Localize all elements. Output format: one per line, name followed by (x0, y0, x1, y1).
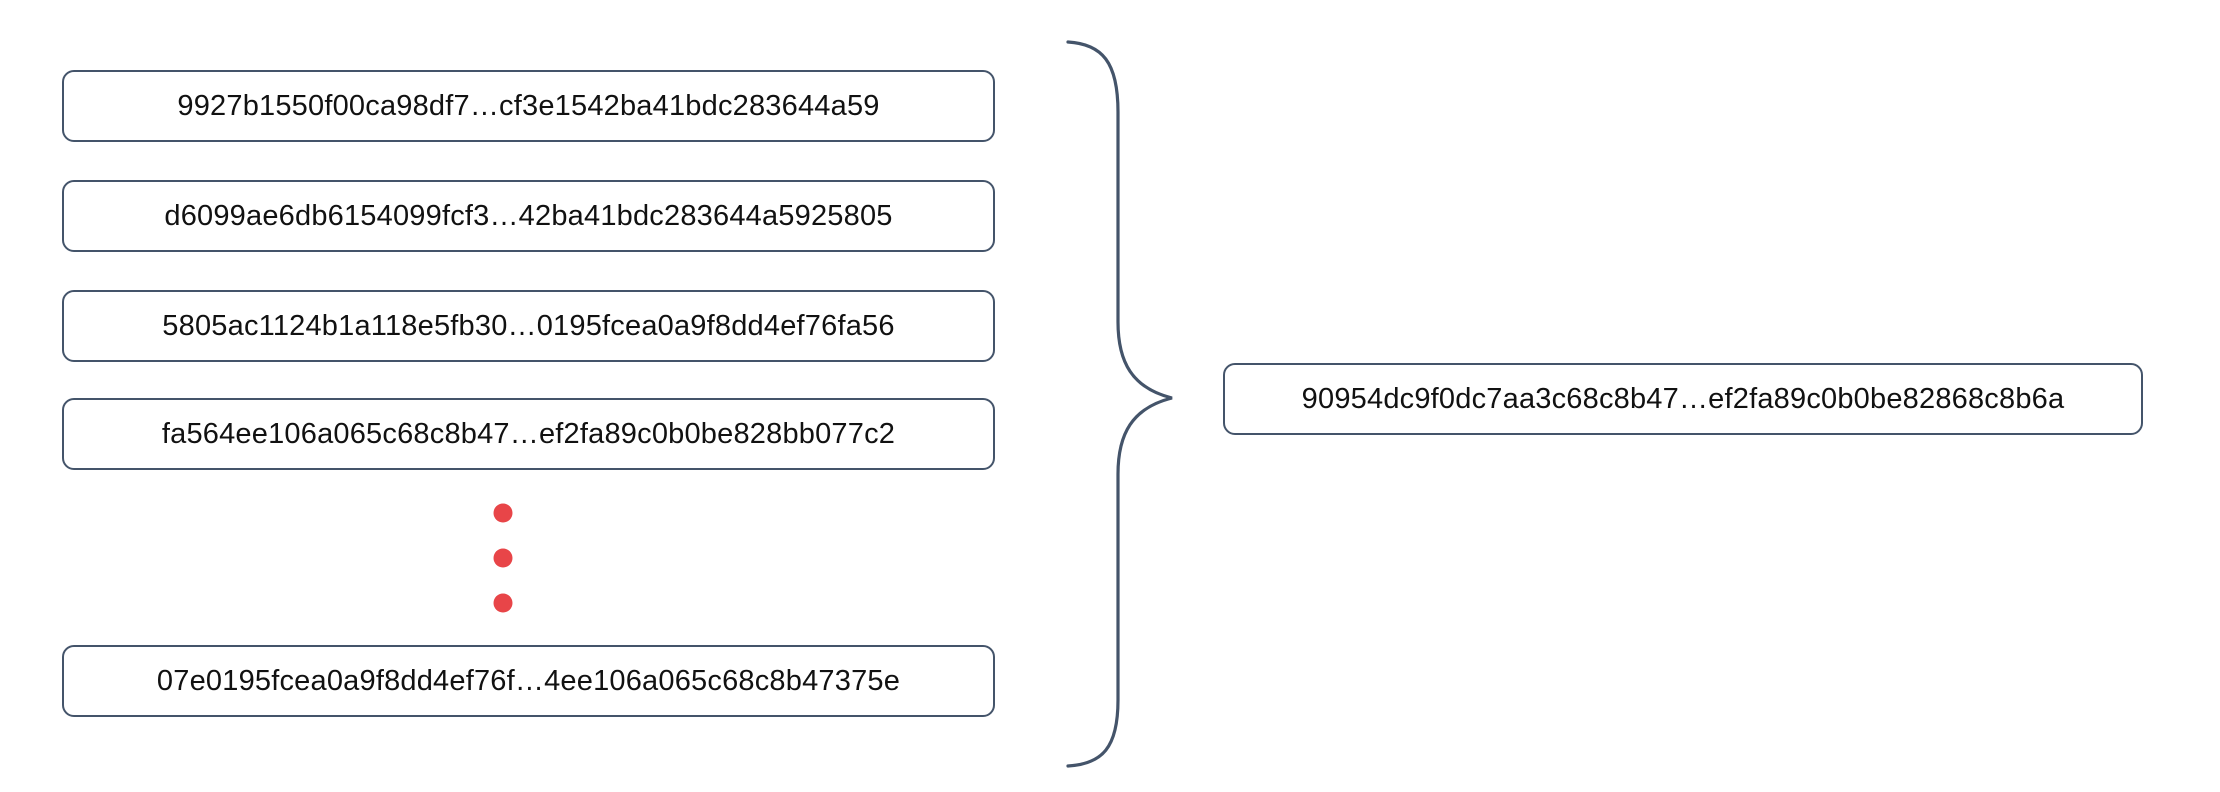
hash-block: 9927b1550f00ca98df7…cf3e1542ba41bdc28364… (62, 70, 995, 142)
hash-text: 5805ac1124b1a118e5fb30…0195fcea0a9f8dd4e… (162, 309, 895, 342)
hash-block: 5805ac1124b1a118e5fb30…0195fcea0a9f8dd4e… (62, 290, 995, 362)
hash-block: d6099ae6db6154099fcf3…42ba41bdc283644a59… (62, 180, 995, 252)
hash-block: fa564ee106a065c68c8b47…ef2fa89c0b0be828b… (62, 398, 995, 470)
hash-text: 9927b1550f00ca98df7…cf3e1542ba41bdc28364… (177, 89, 880, 122)
ellipsis-dot (493, 593, 513, 613)
ellipsis-dot (493, 503, 513, 523)
hash-text: d6099ae6db6154099fcf3…42ba41bdc283644a59… (164, 199, 893, 232)
hash-block: 07e0195fcea0a9f8dd4ef76f…4ee106a065c68c8… (62, 645, 995, 717)
result-hash-block: 90954dc9f0dc7aa3c68c8b47…ef2fa89c0b0be82… (1223, 363, 2143, 435)
hash-text: fa564ee106a065c68c8b47…ef2fa89c0b0be828b… (161, 417, 896, 450)
hash-text: 07e0195fcea0a9f8dd4ef76f…4ee106a065c68c8… (156, 664, 901, 697)
curly-brace-icon (1066, 40, 1173, 768)
hash-text: 90954dc9f0dc7aa3c68c8b47…ef2fa89c0b0be82… (1301, 382, 2065, 415)
ellipsis-dot (493, 548, 513, 568)
